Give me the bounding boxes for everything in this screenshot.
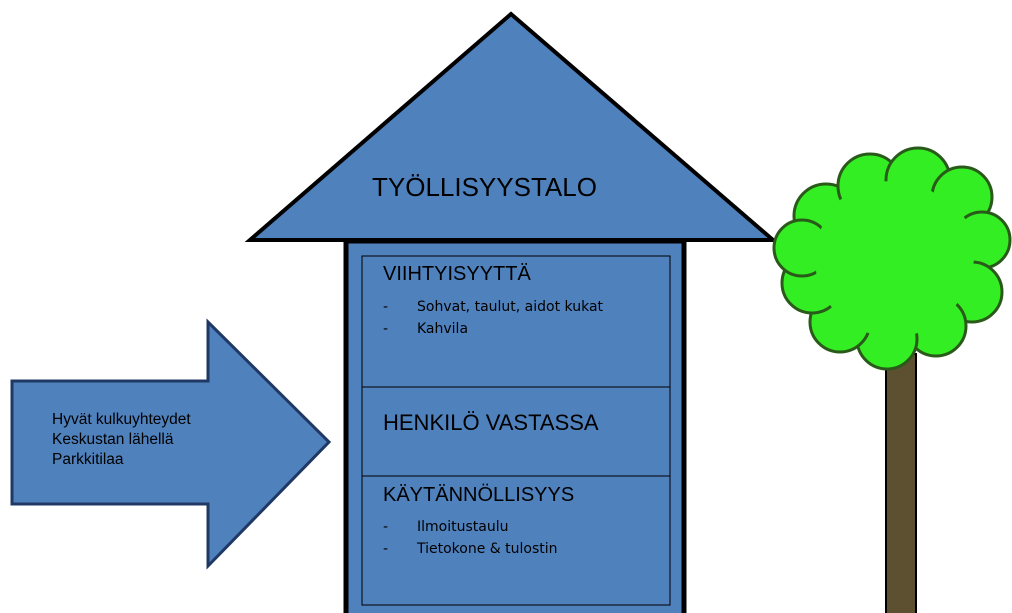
- list-item-text: Ilmoitustaulu: [417, 519, 509, 535]
- arrow-line: Hyvät kulkuyhteydet: [52, 411, 191, 428]
- section-list-viihtyisyytta: - Sohvat, taulut, aidot kukat - Kahvila: [383, 296, 653, 340]
- list-item-text: Sohvat, taulut, aidot kukat: [417, 299, 604, 315]
- list-item: - Tietokone & tulostin: [383, 538, 653, 560]
- arrow-text: Hyvät kulkuyhteydet Keskustan lähellä Pa…: [52, 410, 191, 470]
- list-item-text: Tietokone & tulostin: [417, 541, 558, 557]
- house-roof: [244, 11, 779, 242]
- roof-title: TYÖLLISYYSTALO: [372, 172, 597, 202]
- list-item: - Ilmoitustaulu: [383, 516, 653, 538]
- bullet-dash: -: [383, 299, 389, 315]
- arrow-line: Parkkitilaa: [52, 451, 124, 468]
- tree-trunk: [885, 353, 917, 613]
- list-item: - Sohvat, taulut, aidot kukat: [383, 296, 653, 318]
- list-item-text: Kahvila: [417, 321, 469, 337]
- section-title-kaytannollisyys: KÄYTÄNNÖLLISYYS: [383, 484, 575, 506]
- section-title-henkilo-vastassa: HENKILÖ VASTASSA: [383, 410, 599, 435]
- arrow-shape: [10, 318, 332, 570]
- bullet-dash: -: [383, 519, 389, 535]
- section-title-viihtyisyytta: VIIHTYISYYTTÄ: [383, 263, 531, 285]
- section-box-kaytannollisyys: [361, 475, 671, 606]
- section-box-henkilo-vastassa: [361, 386, 671, 477]
- arrow-line: Keskustan lähellä: [52, 431, 174, 448]
- section-list-kaytannollisyys: - Ilmoitustaulu - Tietokone & tulostin: [383, 516, 653, 560]
- list-item: - Kahvila: [383, 318, 653, 340]
- section-box-viihtyisyytta: [361, 255, 671, 388]
- bullet-dash: -: [383, 541, 389, 557]
- bullet-dash: -: [383, 321, 389, 337]
